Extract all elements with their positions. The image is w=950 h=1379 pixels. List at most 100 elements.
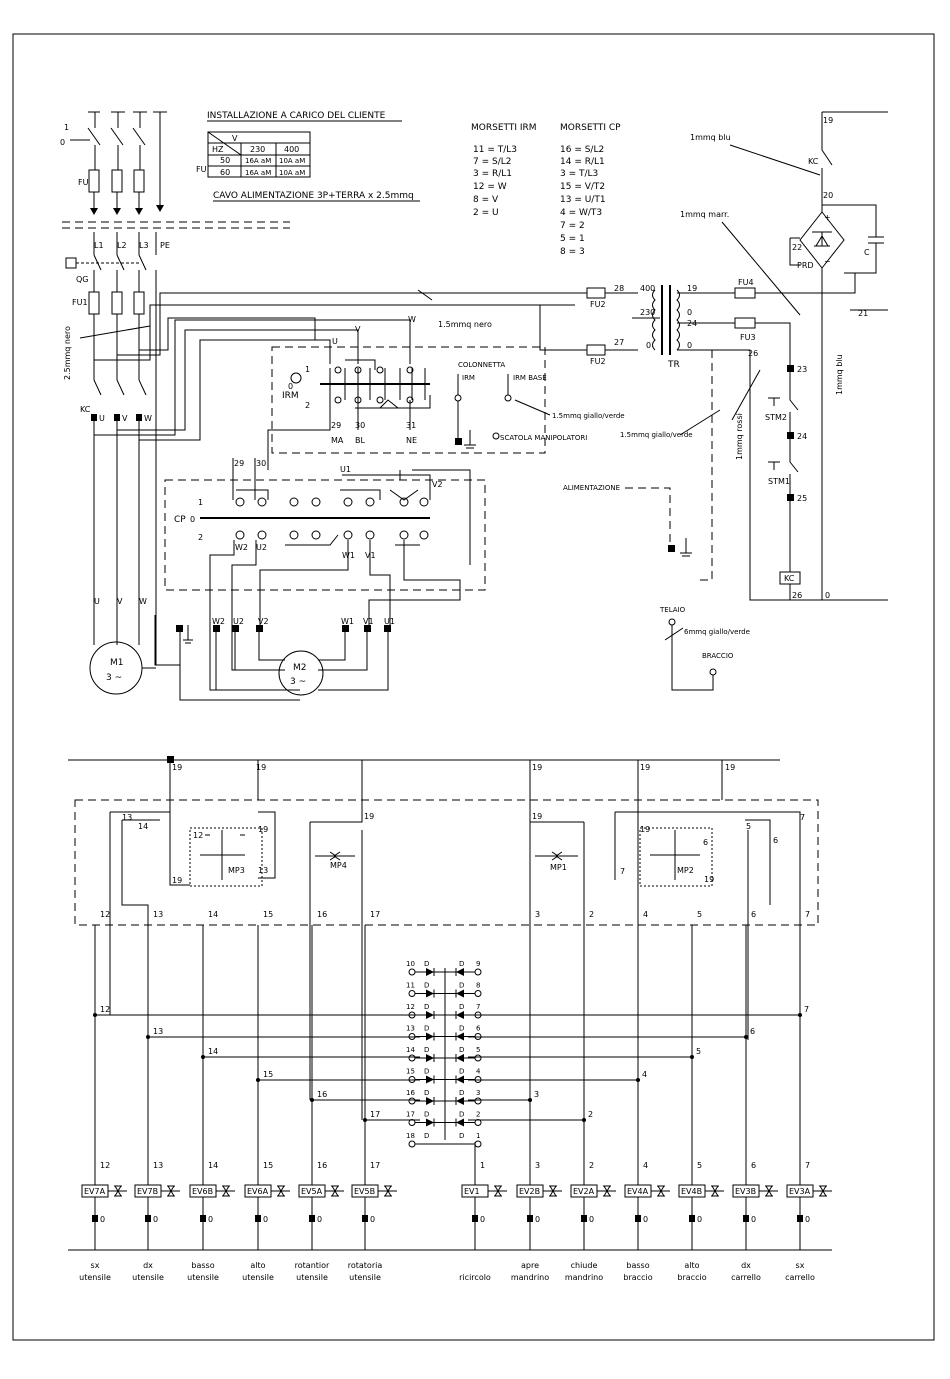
diode-tag: D xyxy=(459,1132,464,1140)
prd-plus: + xyxy=(824,213,831,222)
diode-tag: D xyxy=(424,1089,429,1097)
valve-ev1: EV1 0 ricircolo xyxy=(459,1184,507,1282)
diode-tag: D xyxy=(459,982,464,990)
mp4-label: MP4 xyxy=(330,861,347,870)
valve-func: mandrino xyxy=(511,1273,549,1282)
diode-left-label: 16 xyxy=(406,1089,415,1097)
immq-blu-top: 1mmq blu xyxy=(690,133,731,142)
label-0: 0 xyxy=(60,138,65,147)
diode-left-label: 14 xyxy=(406,1046,415,1054)
valve-symbol xyxy=(378,1185,397,1197)
kc-n0: 0 xyxy=(825,591,830,600)
kc-label: KC xyxy=(80,405,91,414)
diode-tag: D xyxy=(424,982,429,990)
terminal-block xyxy=(92,1215,98,1222)
bus-label: 13 xyxy=(153,1027,163,1036)
diode-left-label: 10 xyxy=(406,960,415,968)
terminal-block xyxy=(743,1215,749,1222)
valve-zero: 0 xyxy=(535,1215,540,1224)
diode xyxy=(426,1011,434,1019)
valve-zero: 0 xyxy=(263,1215,268,1224)
diode-terminal xyxy=(474,1054,482,1062)
valve-func: utensile xyxy=(132,1273,164,1282)
cp-30: 30 xyxy=(256,459,266,468)
irm-row: 2 = U xyxy=(473,208,499,218)
junction-dot xyxy=(528,1098,532,1102)
bus-label: 17 xyxy=(370,1110,380,1119)
valve-section: 19 19 19 19 19 13 14 MP3 12 19 19 13 MP4… xyxy=(68,756,832,1282)
valve-label: EV6B xyxy=(192,1187,213,1196)
wire-label: 16 xyxy=(317,1161,327,1170)
diode-tag: D xyxy=(459,1003,464,1011)
diode xyxy=(426,968,434,976)
wire-label: 13 xyxy=(153,910,163,919)
wire-label: 6 xyxy=(751,910,756,919)
wire-label: 17 xyxy=(370,1161,380,1170)
c-label: C xyxy=(864,248,870,257)
morsetti-irm-title: MORSETTI IRM xyxy=(471,123,537,133)
m1-w: W xyxy=(139,597,147,606)
valve-symbol xyxy=(759,1185,778,1197)
valve-label: EV5B xyxy=(354,1187,375,1196)
fu2-top: FU2 xyxy=(590,300,606,309)
mp3-14: 14 xyxy=(138,822,148,831)
w-feed: W xyxy=(408,315,416,324)
fu3-label: FU3 xyxy=(740,333,756,342)
valve-zero: 0 xyxy=(480,1215,485,1224)
diode-terminal xyxy=(474,1140,482,1148)
diode-right-label: 7 xyxy=(476,1003,480,1011)
diode-left-label: 13 xyxy=(406,1025,415,1033)
terminal-block xyxy=(797,1215,803,1222)
install-title: INSTALLAZIONE A CARICO DEL CLIENTE xyxy=(207,111,386,121)
n26-top: 26 xyxy=(748,349,758,358)
immq-marr: 1mmq marr. xyxy=(680,210,729,219)
bus-label: 6 xyxy=(750,1027,755,1036)
valve-symbol xyxy=(543,1185,562,1197)
valve-func: basso xyxy=(626,1261,649,1270)
diode xyxy=(426,989,434,998)
bus-label: 3 xyxy=(534,1090,539,1099)
m1-sub: 3 ~ xyxy=(106,673,122,683)
cable-spec: CAVO ALIMENTAZIONE 3P+TERRA x 2.5mmq xyxy=(213,191,414,201)
diode-right-label: 4 xyxy=(476,1068,481,1076)
cp-row: 15 = V/T2 xyxy=(560,182,605,192)
tr-label: TR xyxy=(667,360,680,370)
valve-symbol xyxy=(216,1185,235,1197)
cp-u1: U1 xyxy=(340,465,351,474)
fu2-bottom: FU2 xyxy=(590,357,606,366)
junction-dot xyxy=(256,1078,260,1082)
wire-label: 17 xyxy=(370,910,380,919)
wire-label: 15 xyxy=(263,1161,273,1170)
kc-coil-label: KC xyxy=(808,157,819,166)
mp3-12: 12 xyxy=(193,831,203,840)
valve-symbol xyxy=(108,1185,127,1197)
diode-tag: D xyxy=(459,1089,464,1097)
l3-label: L3 xyxy=(139,241,149,250)
table-r1-230: 16A aM xyxy=(245,157,271,165)
n25: 25 xyxy=(797,494,807,503)
prd-label: PRD xyxy=(797,261,814,270)
diode-right-label: 6 xyxy=(476,1025,481,1033)
diode-tag: D xyxy=(459,960,464,968)
valve-func: ricircolo xyxy=(459,1273,491,1282)
m1-v: V xyxy=(117,597,123,606)
irm-row: 8 = V xyxy=(473,195,499,205)
wire-label: 2 xyxy=(589,910,594,919)
valve-symbol xyxy=(705,1185,724,1197)
valve-label: EV1 xyxy=(464,1187,480,1196)
diode-terminal xyxy=(474,990,482,997)
wire-label: 14 xyxy=(208,910,218,919)
mp3-13: 13 xyxy=(122,813,132,822)
valve-func: sx xyxy=(91,1261,100,1270)
valve-symbol xyxy=(488,1185,507,1197)
diode xyxy=(456,1011,464,1019)
junction-dot xyxy=(582,1118,586,1122)
fu4-label: FU4 xyxy=(738,278,754,287)
terminal-block xyxy=(472,1215,478,1222)
v-terminal: V xyxy=(122,414,128,423)
terminal-block xyxy=(635,1215,641,1222)
m2-u2: U2 xyxy=(233,617,244,626)
